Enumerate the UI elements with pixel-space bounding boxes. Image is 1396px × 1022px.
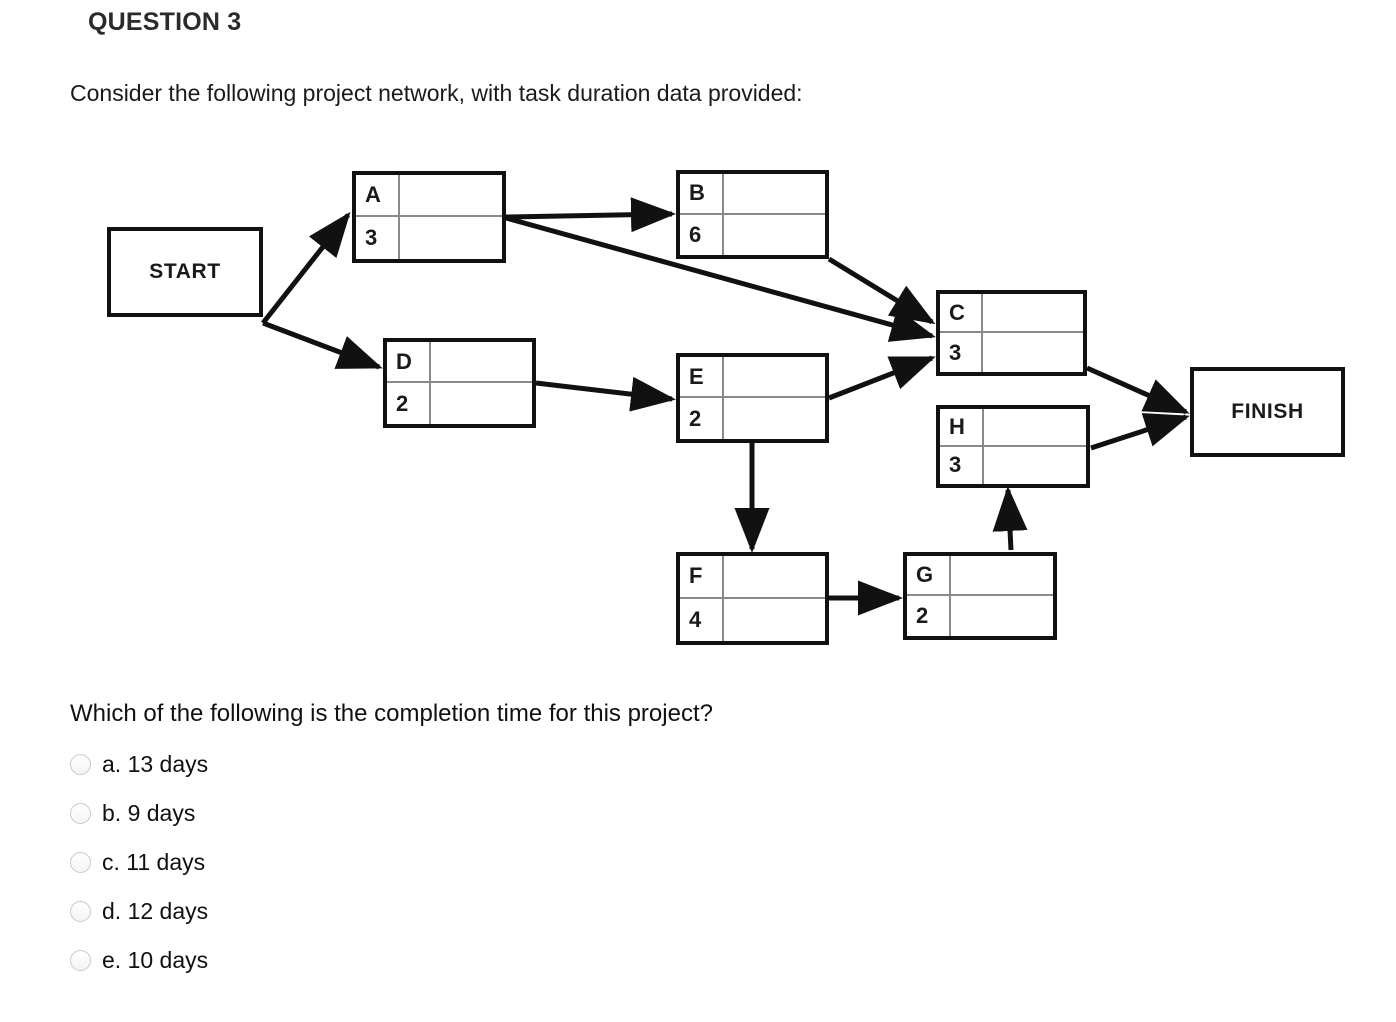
node-d-late-slot [431,383,533,424]
radio-icon-b[interactable] [70,803,91,824]
node-h-duration: 3 [940,446,984,484]
node-d-label: D [387,342,431,383]
edge-e-c [828,355,936,401]
node-start-label: START [149,260,221,283]
edge-c-finish [1085,365,1190,415]
node-c-early-slot [982,294,1083,333]
answer-option-d[interactable]: d. 12 days [70,887,970,936]
answer-option-b[interactable]: b. 9 days [70,789,970,838]
edge-d-e [535,376,676,412]
node-f-late-slot [724,599,826,642]
answer-block: Which of the following is the completion… [70,700,970,985]
edge-a-b [505,197,676,233]
answer-option-c[interactable]: c. 11 days [70,838,970,887]
node-c-late-slot [983,333,1083,372]
node-d-early-slot [430,342,532,383]
answer-option-e[interactable]: e. 10 days [70,936,970,985]
node-finish-label: FINISH [1231,400,1304,423]
node-d-duration: 2 [387,383,431,424]
node-start: START [107,227,263,317]
node-g-duration: 2 [907,596,951,636]
node-f-label: F [680,556,724,599]
answer-label-c: c. 11 days [102,849,206,875]
node-b-late-slot [724,215,826,256]
node-f-duration: 4 [680,598,724,641]
prompt-text: Consider the following project network, … [70,80,803,106]
node-a-label: A [356,175,400,217]
node-c-label: C [940,294,983,333]
edge-start-d [262,320,383,370]
node-a-late-slot [400,217,502,259]
radio-icon-e[interactable] [70,950,91,971]
radio-icon-d[interactable] [70,901,91,922]
edge-g-h [992,486,1028,551]
node-a-early-slot [399,175,502,217]
node-h-late-slot [984,447,1086,485]
node-c: C 3 [936,290,1087,376]
answer-option-a[interactable]: a. 13 days [70,740,970,789]
node-g-label: G [907,556,951,596]
node-f: F 4 [676,552,829,645]
project-network-diagram: START A 3 B 6 C 3 D 2 E 2 F 4 [0,140,1396,670]
node-d: D 2 [383,338,536,428]
node-finish: FINISH [1190,367,1345,457]
node-e: E 2 [676,353,829,443]
edge-h-finish [1090,413,1190,451]
answer-label-e: e. 10 days [102,947,209,973]
node-a-duration: 3 [356,217,400,259]
node-h: H 3 [936,405,1090,488]
radio-icon-c[interactable] [70,852,91,873]
node-e-late-slot [724,398,826,439]
node-e-early-slot [723,357,825,398]
node-e-duration: 2 [680,398,724,439]
edge-a-c [505,215,936,342]
radio-icon-a[interactable] [70,754,91,775]
edge-start-a [261,211,351,325]
node-b: B 6 [676,170,829,259]
answer-label-d: d. 12 days [102,898,209,924]
question-heading: QUESTION 3 [88,8,242,36]
node-b-early-slot [723,174,825,215]
node-g: G 2 [903,552,1057,640]
node-c-duration: 3 [940,333,983,372]
answer-question-text: Which of the following is the completion… [70,700,713,727]
node-a: A 3 [352,171,506,263]
answer-label-b: b. 9 days [102,800,196,826]
answer-label-a: a. 13 days [102,751,209,777]
node-g-early-slot [950,556,1053,596]
node-f-early-slot [723,556,825,599]
node-g-late-slot [951,596,1053,636]
node-e-label: E [680,357,724,398]
node-h-early-slot [983,409,1086,447]
network-edges-layer [261,197,1190,616]
node-b-label: B [680,174,724,215]
edge-b-c [827,256,936,325]
node-b-duration: 6 [680,214,724,255]
node-h-label: H [940,409,984,447]
